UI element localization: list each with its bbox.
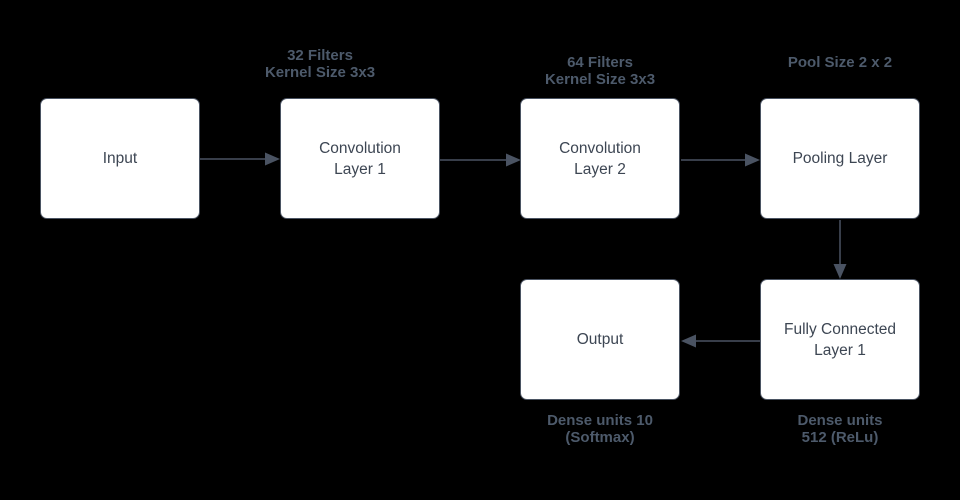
- arrow-fully-connected-to-output: [681, 334, 760, 348]
- node-convolution-layer-2: Convolution Layer 2: [520, 98, 680, 219]
- annotation-conv1-filters: 32 Filters Kernel Size 3x3: [264, 47, 376, 81]
- arrow-conv2-to-pooling: [681, 153, 760, 167]
- annotation-pool-size: Pool Size 2 x 2: [787, 54, 893, 71]
- annotation-fc-dense-units: Dense units 512 (ReLu): [797, 412, 883, 446]
- node-input: Input: [40, 98, 200, 219]
- node-output: Output: [520, 279, 680, 400]
- arrow-pooling-to-fully-connected: [833, 220, 847, 279]
- arrow-conv1-to-conv2: [440, 153, 521, 167]
- annotation-output-dense-units: Dense units 10 (Softmax): [547, 412, 653, 446]
- node-fully-connected-layer-1: Fully Connected Layer 1: [760, 279, 920, 400]
- node-pooling-layer: Pooling Layer: [760, 98, 920, 219]
- annotation-conv2-filters: 64 Filters Kernel Size 3x3: [544, 54, 656, 88]
- node-convolution-layer-1: Convolution Layer 1: [280, 98, 440, 219]
- arrow-input-to-conv1: [200, 152, 280, 166]
